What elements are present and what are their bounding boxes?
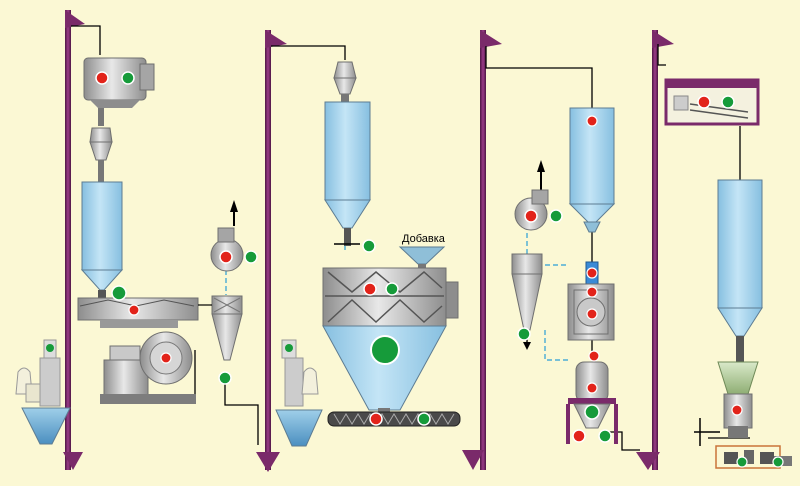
bag-filler [694, 361, 792, 469]
indicator-green [111, 285, 127, 301]
additive-label: Добавка [402, 233, 446, 245]
dust-separator-1 [89, 108, 113, 182]
indicator-green [244, 250, 258, 264]
indicator-red [588, 350, 600, 362]
dust-separator-2 [333, 61, 357, 102]
indicator-red [586, 308, 598, 320]
indicator-green [285, 344, 293, 352]
bagging-station-2 [275, 339, 323, 447]
indicator-green [218, 371, 232, 385]
indicator-green [46, 344, 54, 352]
indicator-red [219, 250, 233, 264]
indicator-red [363, 282, 377, 296]
indicator-red [95, 71, 109, 85]
connector-lines [71, 25, 750, 451]
indicator-red [697, 95, 711, 109]
indicator-green [517, 327, 531, 341]
line-1 [15, 57, 258, 445]
indicator-green [772, 456, 784, 468]
indicator-green [417, 412, 431, 426]
indicator-green [598, 429, 612, 443]
indicator-green [721, 95, 735, 109]
indicator-red [572, 429, 586, 443]
line-3 [511, 107, 618, 444]
additive-hopper: Добавка [398, 233, 446, 270]
screw-conveyor [327, 411, 461, 427]
silo-4 [717, 179, 763, 362]
indicator-green [385, 282, 399, 296]
indicator-red [586, 382, 598, 394]
indicator-green [584, 404, 600, 420]
indicator-red [586, 115, 598, 127]
elevator-1 [63, 10, 85, 470]
indicator-green [362, 239, 376, 253]
fan-1 [210, 200, 244, 272]
line-4 [664, 78, 792, 469]
silo-1 [80, 181, 124, 300]
screening-machine [664, 78, 760, 126]
line-2: Добавка [275, 61, 461, 447]
indicator-red [160, 352, 172, 364]
silo-3 [568, 107, 616, 233]
bagging-station-1 [15, 339, 71, 445]
cyclone-3 [511, 253, 543, 350]
indicator-green [736, 456, 748, 468]
elevator-2 [256, 30, 287, 472]
indicator-red [731, 404, 743, 416]
indicator-red [369, 412, 383, 426]
indicator-red [128, 304, 140, 316]
mixer [322, 267, 459, 414]
cyclone-1 [198, 295, 243, 361]
filter-unit-1 [83, 57, 155, 108]
elevator-3 [462, 30, 502, 470]
indicator-green [549, 209, 563, 223]
indicator-green-large [370, 335, 400, 365]
indicator-red [524, 209, 538, 223]
indicator-red [586, 286, 598, 298]
indicator-green [121, 71, 135, 85]
elevator-4 [636, 30, 674, 470]
silo-2 [324, 101, 371, 246]
indicator-red [586, 267, 598, 279]
